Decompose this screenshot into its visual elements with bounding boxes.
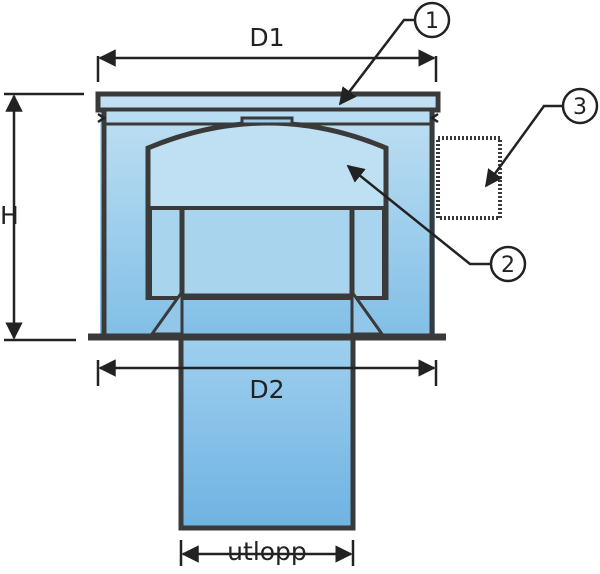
fan-wheel: [145, 116, 389, 336]
outlet-pipe: [178, 335, 356, 531]
inner-collar: [148, 206, 386, 300]
callout-1-circle: [413, 1, 451, 39]
outlet-label: utlopp: [227, 537, 307, 566]
callout-2-number: 2: [501, 253, 515, 278]
dome-cap: [240, 116, 294, 126]
callout-1: 1: [338, 1, 451, 106]
callout-2-circle: [489, 245, 527, 283]
d2-label: D2: [249, 375, 284, 404]
callout-3-number: 3: [573, 95, 587, 120]
h-label: H: [0, 201, 19, 230]
d1-label: D1: [249, 23, 284, 52]
callout-1-number: 1: [425, 9, 439, 34]
right-clip: [429, 112, 439, 124]
left-clip: [97, 112, 107, 124]
dimension-h: H: [0, 92, 84, 342]
dimension-d1: D1: [96, 23, 438, 82]
callout-2: 2: [346, 164, 527, 283]
dimension-d2: D2: [96, 359, 438, 404]
callout-3-circle: [561, 87, 599, 125]
callout-3: 3: [484, 87, 599, 188]
dimension-outlet: utlopp: [179, 537, 355, 566]
